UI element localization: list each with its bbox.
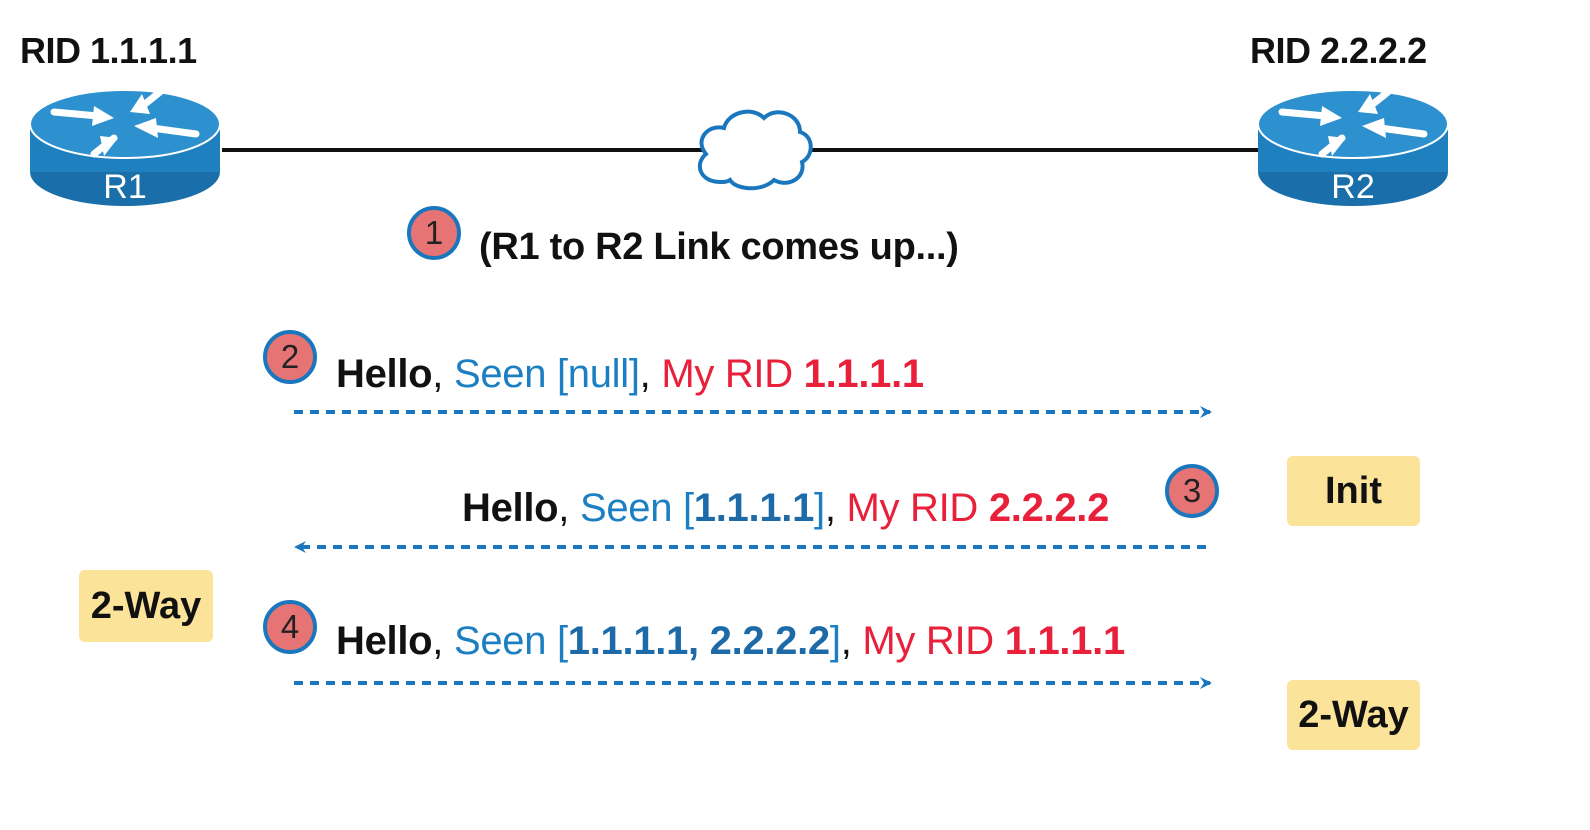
link-up-text: (R1 to R2 Link comes up...) [479, 226, 959, 268]
router-r1-icon: R1 [29, 88, 221, 206]
step-badge-1: 1 [407, 206, 461, 260]
hello-message-3: Hello, Seen [1.1.1.1], My RID 2.2.2.2 [462, 486, 1109, 531]
seen-values: 1.1.1.1 [693, 486, 815, 530]
step-badge-4: 4 [263, 600, 317, 654]
router-r2-label: R2 [1331, 168, 1374, 206]
my-rid-label: My RID [650, 352, 804, 396]
step-badge-3: 3 [1165, 464, 1219, 518]
my-rid-value: 1.1.1.1 [803, 352, 925, 396]
seen-label: Seen [ [569, 486, 694, 530]
separator: , [432, 352, 444, 396]
r2-state-two-way: 2-Way [1287, 680, 1420, 750]
r1-state-two-way: 2-Way [79, 570, 213, 642]
seen-values: 1.1.1.1, 2.2.2.2 [567, 619, 830, 663]
my-rid-label: My RID [835, 486, 989, 530]
separator: , [558, 486, 570, 530]
hello-message-2: Hello, Seen [null], My RID 1.1.1.1 [336, 352, 924, 397]
wan-cloud-icon [697, 109, 813, 191]
router-r1-label: R1 [103, 168, 146, 206]
hello-keyword: Hello [336, 352, 433, 396]
seen-close: ] [814, 486, 825, 530]
seen-label: Seen [ [443, 619, 568, 663]
hello-keyword: Hello [336, 619, 433, 663]
my-rid-value: 2.2.2.2 [988, 486, 1110, 530]
r2-state-init: Init [1287, 456, 1420, 526]
r2-rid-label: RID 2.2.2.2 [1250, 30, 1427, 71]
separator: , [639, 352, 651, 396]
seen-list: Seen [null] [443, 352, 640, 396]
separator: , [432, 619, 444, 663]
seen-close: ] [829, 619, 841, 663]
separator: , [840, 619, 852, 663]
router-r2-icon: R2 [1257, 88, 1449, 206]
step-badge-2: 2 [263, 330, 317, 384]
hello-message-4: Hello, Seen [1.1.1.1, 2.2.2.2], My RID 1… [336, 619, 1125, 664]
separator: , [824, 486, 836, 530]
hello-keyword: Hello [462, 486, 559, 530]
my-rid-value: 1.1.1.1 [1004, 619, 1126, 663]
r1-rid-label: RID 1.1.1.1 [20, 30, 197, 71]
my-rid-label: My RID [851, 619, 1005, 663]
